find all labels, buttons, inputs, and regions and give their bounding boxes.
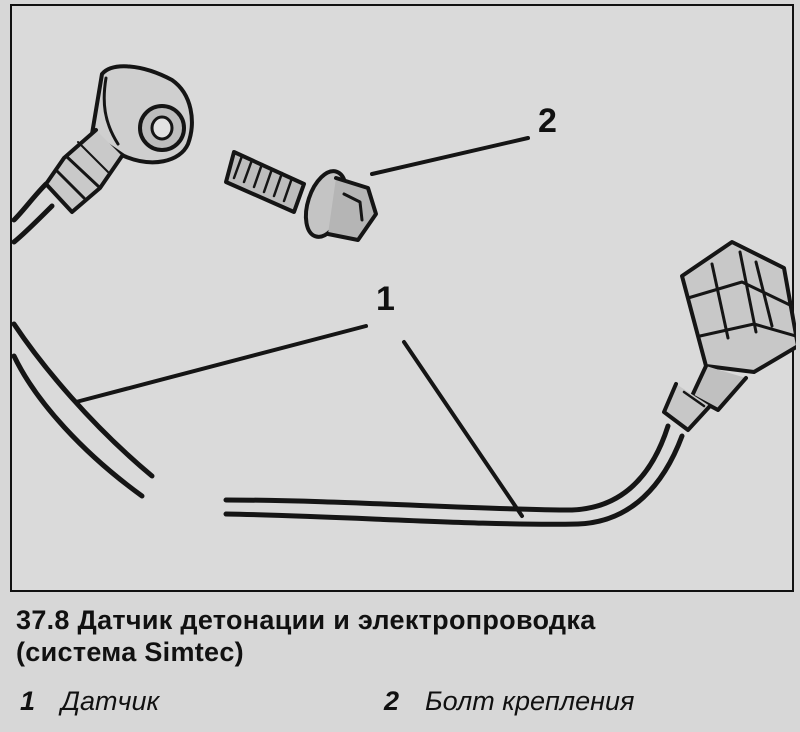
wiring-drawing: [12, 321, 685, 527]
legend-item-2: 2 Болт крепления: [384, 686, 634, 717]
legend-text: Болт крепления: [425, 686, 635, 716]
leader-line-1b: [402, 340, 524, 518]
legend-number: 1: [20, 686, 36, 716]
caption-title-line-2: (система Simtec): [16, 637, 244, 667]
callout-2: 2: [538, 102, 557, 140]
legend-item-1: 1 Датчик: [20, 686, 159, 717]
leader-lines: [74, 136, 530, 518]
caption-title-line-1: 37.8 Датчик детонации и электропроводка: [16, 605, 596, 635]
diagram-figure: 2 1: [10, 4, 796, 592]
knock-sensor-drawing: [12, 64, 194, 245]
legend-text: Датчик: [61, 686, 160, 716]
leader-line-2: [370, 136, 530, 176]
legend-number: 2: [384, 686, 400, 716]
leader-line-1a: [74, 324, 368, 404]
figure-caption: 37.8 Датчик детонации и электропроводка …: [16, 604, 796, 668]
line-drawing: [12, 64, 796, 527]
connector-drawing: [662, 240, 796, 432]
callout-1: 1: [376, 280, 395, 318]
bolt-drawing: [224, 150, 378, 242]
